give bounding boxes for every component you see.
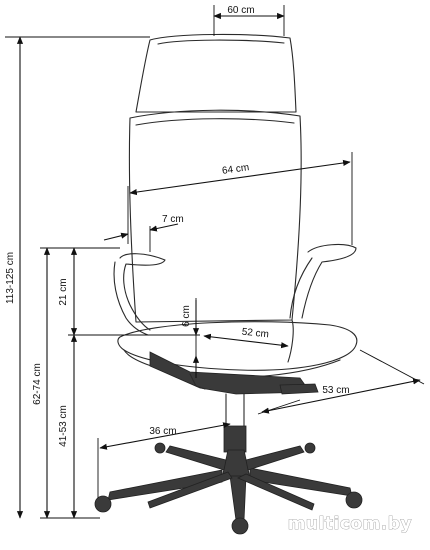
chair-gas-lift [225, 393, 245, 429]
dimension-lines [5, 5, 425, 519]
label-113-125cm: 113-125 cm [5, 252, 16, 304]
label-41-53cm: 41-53 cm [58, 405, 69, 447]
label-7cm: 7 cm [162, 214, 184, 225]
dimension-labels: 60 cm 64 cm 7 cm 113-125 cm 21 cm 62-74 … [5, 5, 350, 447]
label-6cm: 6 cm [181, 305, 192, 327]
watermark-text: multicom.by [288, 514, 412, 534]
chair-right-armrest [301, 243, 357, 319]
label-52cm: 52 cm [241, 327, 269, 341]
chair-backrest [128, 109, 302, 323]
label-53cm: 53 cm [322, 385, 349, 396]
label-62-74cm: 62-74 cm [32, 363, 43, 405]
chair-left-armrest [119, 253, 166, 331]
chair-base [107, 445, 353, 521]
label-21cm: 21 cm [58, 278, 69, 305]
label-60cm: 60 cm [227, 5, 254, 16]
chair-headrest [135, 33, 297, 113]
label-36cm: 36 cm [149, 426, 176, 437]
chair-illustration [94, 33, 363, 535]
label-64cm: 64 cm [221, 162, 250, 177]
